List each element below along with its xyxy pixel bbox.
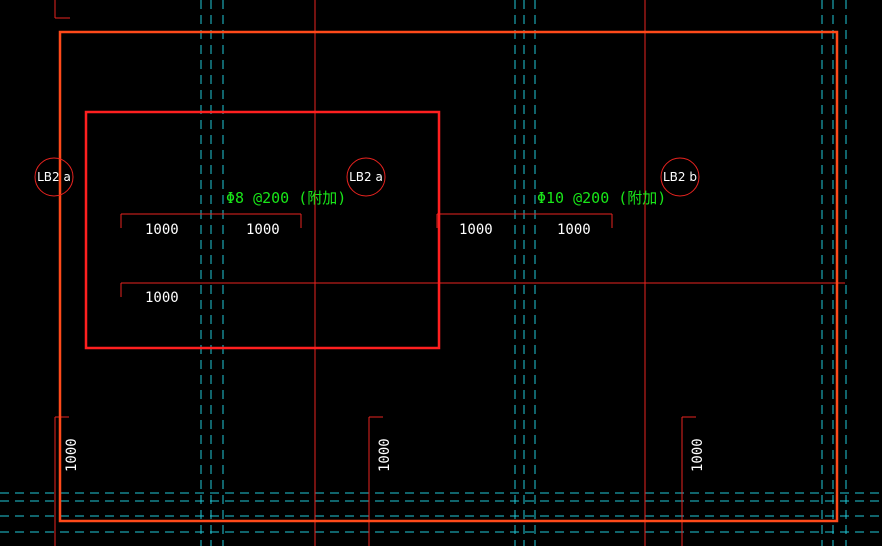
slab-tag-label: LB2 a — [37, 170, 71, 184]
tag-circle — [660, 157, 700, 197]
slab-tag-label: LB2 a — [349, 170, 383, 184]
slab-tag-right[interactable]: LB2 b — [660, 157, 700, 197]
rebar-label-right[interactable]: Φ10 @200 (附加) — [537, 189, 666, 207]
dimension-text[interactable]: 1000 — [145, 290, 179, 306]
dimension-text[interactable]: 1000 — [459, 222, 493, 238]
slab-border[interactable] — [58, 30, 839, 523]
vertical-dimension-text[interactable]: 1000 — [377, 438, 393, 472]
vertical-dimension-text[interactable]: 1000 — [690, 438, 706, 472]
tag-circle — [346, 157, 386, 197]
vertical-dimension-text[interactable]: 1000 — [64, 438, 80, 472]
tag-circle — [34, 157, 74, 197]
dimension-text[interactable]: 1000 — [246, 222, 280, 238]
slab-tag-label: LB2 b — [663, 170, 697, 184]
slab-tag-middle[interactable]: LB2 a — [346, 157, 386, 197]
dimension-text[interactable]: 1000 — [145, 222, 179, 238]
highlight-box[interactable] — [84, 110, 441, 350]
dimension-text[interactable]: 1000 — [557, 222, 591, 238]
slab-tag-left[interactable]: LB2 a — [34, 157, 74, 197]
axis-lines — [54, 0, 845, 546]
rebar-label-left[interactable]: Φ8 @200 (附加) — [226, 189, 346, 207]
